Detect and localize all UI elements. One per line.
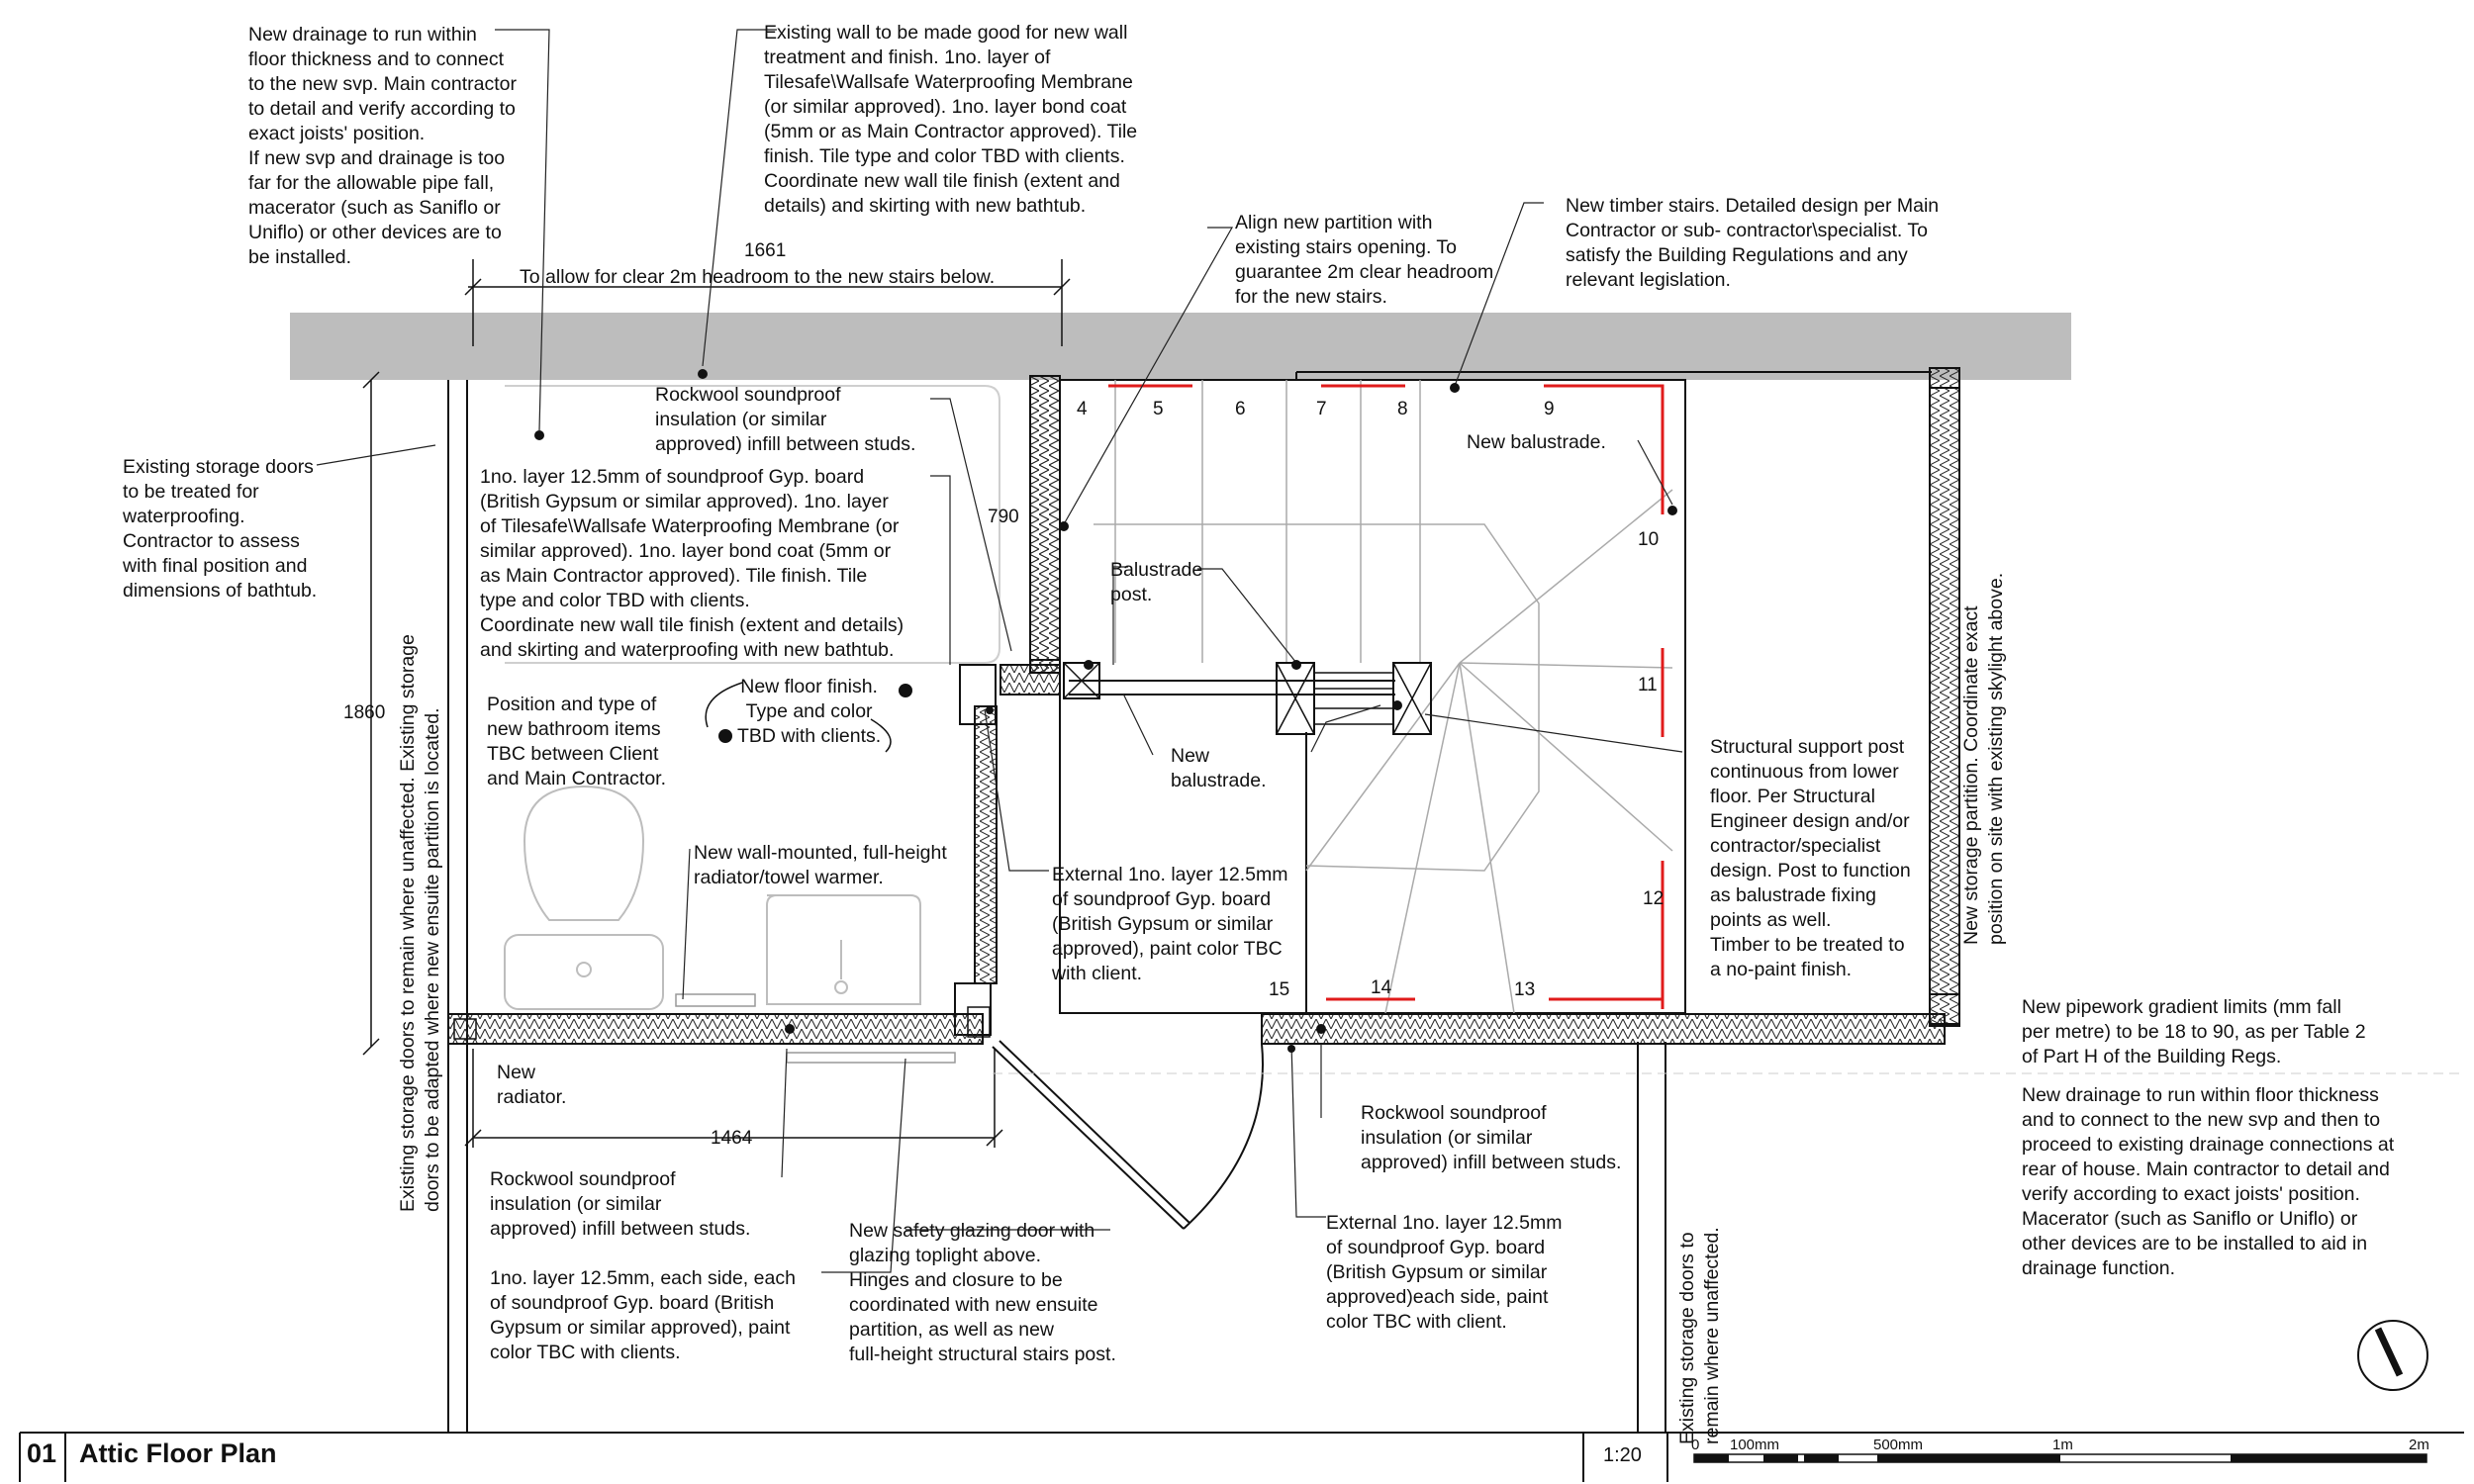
stair-step-9: 9 [1544,399,1555,419]
note-storage-doors-left-vertical: Existing storage doors to remain where u… [397,633,443,1212]
dimension-left-height: 1860 [343,702,386,723]
note-rockwool-bottom-left: Rockwool soundproof insulation (or simil… [490,1168,751,1240]
note-rockwool-top: Rockwool soundproof insulation (or simil… [655,384,916,455]
scalebar-label-500mm: 500mm [1873,1437,1924,1453]
note-new-balustrade-center: New balustrade. [1171,745,1267,791]
note-timber-stairs: New timber stairs. Detailed design per M… [1566,195,1940,291]
note-gyp-board-wall: 1no. layer 12.5mm of soundproof Gyp. boa… [480,466,904,661]
stair-step-10: 10 [1638,529,1660,550]
stair-step-12: 12 [1643,888,1665,909]
existing-wall-band [290,313,2071,380]
note-drainage-right: New drainage to run within floor thickne… [2022,1084,2395,1279]
scalebar-label-2m: 2m [2409,1437,2429,1453]
stairwell [1059,371,1932,1014]
drawing-number: 01 [27,1438,57,1468]
drawing-scale: 1:20 [1603,1444,1642,1466]
storage-partition-right [1929,367,1960,1027]
note-new-radiator: New radiator. [497,1062,567,1108]
door-swing [992,1040,1264,1230]
note-safety-door: New safety glazing door with glazing top… [849,1220,1116,1365]
dimension-top-width: 1661 [744,240,787,261]
scale-bar [1693,1453,2427,1463]
radiator [786,1052,956,1064]
note-storage-partition-vertical: New storage partition. Coordinate exact … [1960,572,2007,945]
leader-lines [316,29,1683,1273]
note-pipework-gradient: New pipework gradient limits (mm fall pe… [2022,996,2366,1067]
stair-step-11: 11 [1638,675,1658,696]
note-structural-post: Structural support post continuous from … [1710,736,1911,980]
dimension-stair-gap: 790 [988,507,1019,527]
stair-opening-partition [1029,375,1061,674]
note-external-gyp-right: External 1no. layer 12.5mm of soundproof… [1326,1212,1563,1333]
toilet [504,785,664,1010]
dimension-lines [362,259,1071,1148]
scalebar-label-0: 0 [1691,1437,1700,1453]
note-existing-wall: Existing wall to be made good for new wa… [764,22,1138,217]
note-align-partition: Align new partition with existing stairs… [1235,212,1494,308]
stair-step-5: 5 [1153,399,1164,419]
drawing-title: Attic Floor Plan [79,1438,277,1468]
note-bathroom-items: Position and type of new bathroom items … [487,694,667,789]
towel-radiator [675,993,756,1007]
storage-partition-bottom [1261,1013,1946,1045]
note-new-balustrade-right: New balustrade. [1467,431,1606,453]
note-drainage-top: New drainage to run within floor thickne… [248,24,517,268]
stair-step-6: 6 [1235,399,1246,419]
scalebar-label-100mm: 100mm [1730,1437,1780,1453]
note-floor-finish: New floor finish. Type and color TBD wit… [737,676,882,747]
sink [766,894,921,1005]
note-rockwool-bottom-right: Rockwool soundproof insulation (or simil… [1361,1102,1622,1173]
note-balustrade-post: Balustrade post. [1110,559,1203,605]
leader-dots [534,369,1677,1053]
note-radiator-towel: New wall-mounted, full-height radiator/t… [694,842,947,888]
stair-step-8: 8 [1397,399,1408,419]
stair-step-4: 4 [1077,399,1088,419]
title-block-frame [19,1432,2464,1482]
note-external-gyp-left: External 1no. layer 12.5mm of soundproof… [1052,864,1288,984]
dimension-bottom-width: 1464 [711,1128,753,1149]
note-storage-doors-waterproof: Existing storage doors to be treated for… [123,456,318,602]
bathtub-outline [505,385,1000,664]
floor-finish-callout [705,682,892,753]
dimension-top-note: To allow for clear 2m headroom to the ne… [520,266,996,288]
left-boundary-lines [447,380,1666,1433]
stair-step-14: 14 [1371,977,1392,998]
north-arrow-icon [2357,1320,2428,1391]
note-storage-doors-bottom-vertical: Existing storage doors to remain where u… [1676,1226,1723,1444]
stair-step-13: 13 [1514,979,1536,1000]
stair-nosing-lines [1108,384,1665,1009]
stair-step-7: 7 [1316,399,1327,419]
stair-step-15: 15 [1269,979,1290,1000]
scalebar-label-1m: 1m [2052,1437,2073,1453]
note-gyp-each-side-left: 1no. layer 12.5mm, each side, each of so… [490,1267,796,1363]
